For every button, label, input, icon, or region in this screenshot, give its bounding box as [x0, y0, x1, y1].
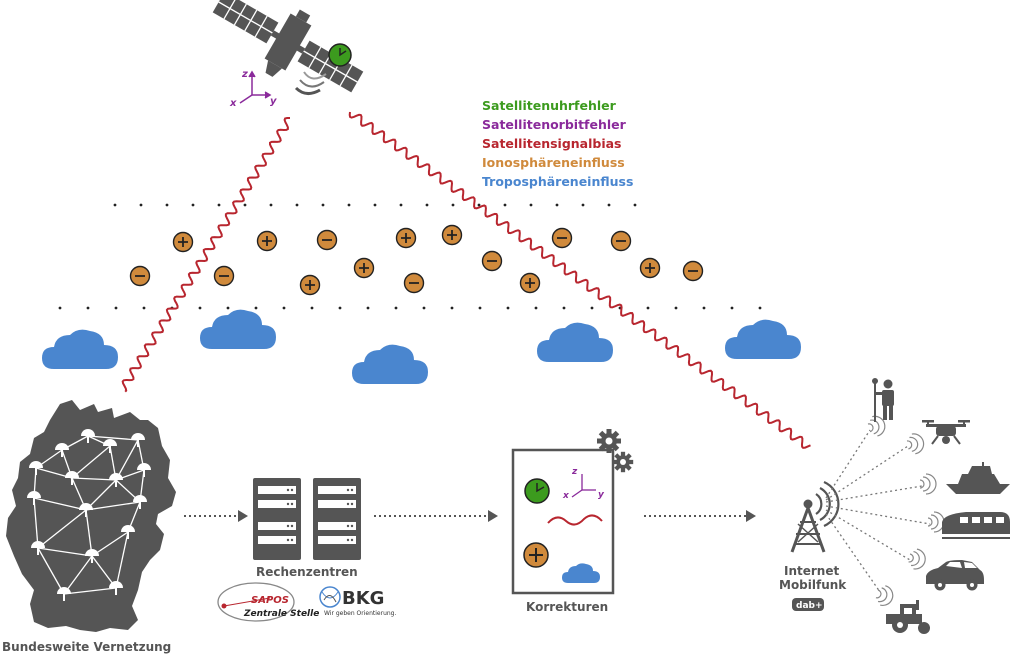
satellite-axes	[239, 70, 272, 104]
datacenters-label: Rechenzentren	[256, 565, 358, 579]
signal-wave-left	[121, 117, 290, 393]
ion-minus-icon	[481, 250, 503, 272]
sapos-logo-subtext: Zentrale Stelle	[243, 609, 319, 619]
signal-icon	[927, 511, 945, 533]
germany-map	[6, 400, 176, 632]
ion-minus-icon	[213, 265, 235, 287]
bkg-logo-text: BKG	[342, 588, 384, 609]
drone-icon	[922, 420, 970, 445]
gear-icon	[597, 429, 621, 453]
signal-icon	[906, 547, 928, 572]
signal-waves	[121, 111, 811, 449]
ion-plus-icon	[639, 257, 661, 279]
corrections-panel	[511, 448, 615, 595]
legend-item-signal-bias: Satellitensignalbias	[482, 136, 622, 151]
ion-plus-icon	[353, 257, 375, 279]
cloud-icon	[725, 319, 801, 359]
signal-icon	[905, 431, 926, 456]
ion-plus-icon	[172, 231, 194, 253]
ion-minus-icon	[403, 272, 425, 294]
ion-plus-icon	[441, 224, 463, 246]
broadcast-lines	[825, 429, 931, 593]
ion-minus-icon	[682, 260, 704, 282]
axis-label-x: x	[229, 98, 237, 109]
sapos-logo	[217, 582, 295, 622]
legend-item-clock-error: Satellitenuhrfehler	[482, 98, 616, 113]
bkg-logo	[319, 586, 341, 608]
signal-wave-icon	[547, 514, 603, 526]
ion-plus-icon	[299, 274, 321, 296]
satellite-icon	[212, 0, 364, 95]
troposphere-clouds	[42, 309, 801, 384]
server-icons	[253, 478, 361, 560]
cloud-icon	[537, 322, 613, 362]
surveyor-icon	[872, 378, 894, 422]
ion-minus-icon	[316, 229, 338, 251]
car-icon	[926, 560, 984, 591]
cloud-icon	[42, 329, 118, 369]
ion-minus-icon	[551, 227, 573, 249]
legend-item-ionosphere: Ionosphäreneinfluss	[482, 155, 625, 170]
flow-arrowheads	[238, 510, 756, 522]
gear-icon	[612, 451, 634, 473]
cloud-icon	[352, 344, 428, 384]
axis-label-z: z	[241, 69, 248, 80]
signal-wave-right	[348, 111, 811, 449]
legend-item-troposphere: Troposphäreneinfluss	[482, 174, 634, 189]
ion-plus-icon	[256, 230, 278, 252]
legend: Satellitenuhrfehler Satellitenorbitfehle…	[482, 96, 633, 191]
ion-plus-icon	[395, 227, 417, 249]
broadcast-tower-icon	[790, 480, 840, 553]
axis-label-x: x	[562, 491, 570, 501]
ion-plus-icon	[519, 272, 541, 294]
signal-icon	[919, 473, 937, 495]
bkg-logo-subtext: Wir geben Orientierung.	[324, 610, 396, 617]
ion-minus-icon	[129, 265, 151, 287]
corrections-axes	[571, 474, 596, 498]
train-icon	[942, 512, 1010, 539]
tractor-icon	[886, 600, 930, 634]
signal-icon	[873, 583, 896, 609]
ship-icon	[946, 462, 1010, 494]
internet-label: Internet	[784, 564, 840, 578]
corrections-label: Korrekturen	[526, 600, 609, 614]
cloud-icon	[200, 309, 276, 349]
dab-logo-text: dab+	[796, 601, 823, 611]
legend-item-orbit-error: Satellitenorbitfehler	[482, 117, 626, 132]
axis-label-y: y	[598, 490, 605, 500]
axis-label-y: y	[270, 96, 277, 107]
network-label: Bundesweite Vernetzung	[2, 640, 172, 654]
ionosphere-ions	[129, 224, 704, 296]
axis-label-z: z	[571, 467, 578, 477]
mobile-label: Mobilfunk	[779, 578, 847, 592]
sapos-logo-text: SAPOS	[251, 595, 289, 606]
ion-minus-icon	[610, 230, 632, 252]
clock-icon	[328, 43, 352, 67]
dab-logo	[792, 598, 824, 611]
atmosphere-dotted-lines	[58, 203, 762, 310]
